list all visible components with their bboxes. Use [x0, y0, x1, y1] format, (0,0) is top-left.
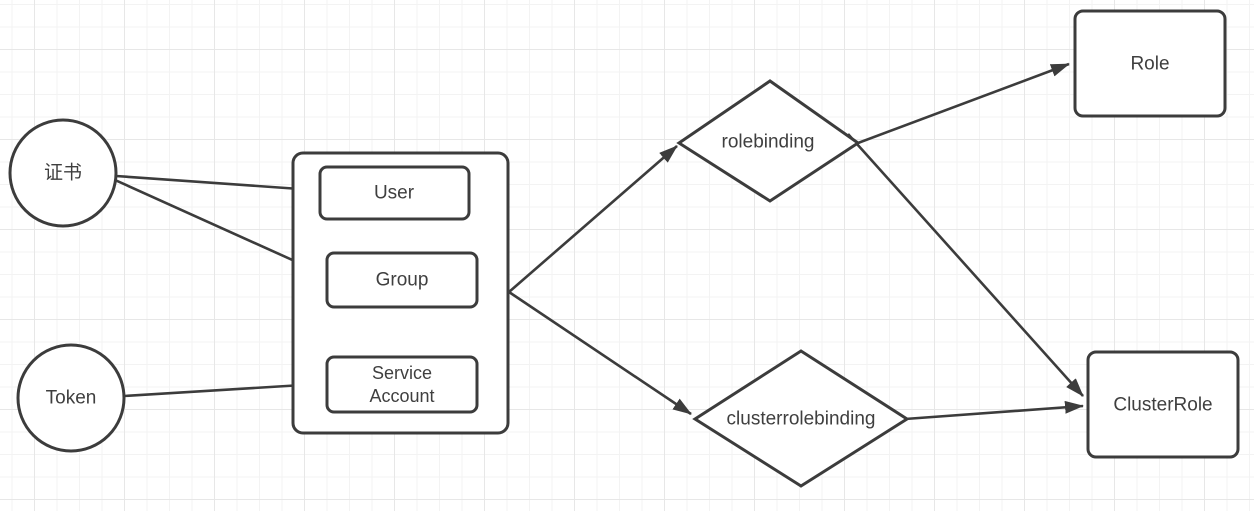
clusterrole-box[interactable] — [1086, 350, 1240, 459]
clusterrole-label: ClusterRole — [1113, 394, 1213, 416]
edge-certificate-user[interactable] — [115, 174, 315, 196]
certificate-circle[interactable] — [8, 118, 118, 228]
service-account-label: Service Account — [369, 363, 435, 406]
clusterrolebinding-label: clusterrolebinding — [726, 408, 876, 430]
clusterrolebinding-diamond[interactable] — [692, 349, 910, 488]
edge-subjects-rolebinding[interactable] — [508, 145, 678, 293]
role-label: Role — [1130, 53, 1170, 75]
user-label: User — [373, 182, 415, 204]
edge-clusterrolebinding-clusterrole[interactable] — [904, 400, 1084, 421]
service-account-box[interactable] — [325, 355, 479, 414]
edge-token-service-account[interactable] — [123, 378, 320, 398]
token-label: Token — [45, 387, 97, 409]
certificate-label: 证书 — [43, 162, 83, 184]
rolebinding-label: rolebinding — [721, 131, 815, 153]
role-box[interactable] — [1073, 9, 1227, 118]
edge-certificate-group[interactable] — [114, 178, 320, 274]
group-box[interactable] — [325, 251, 479, 309]
edge-rolebinding-clusterrole[interactable] — [847, 133, 1084, 397]
edge-rolebinding-role[interactable] — [841, 62, 1070, 151]
rolebinding-diamond[interactable] — [676, 79, 861, 203]
edge-subjects-clusterrolebinding[interactable] — [508, 290, 692, 416]
user-box[interactable] — [318, 165, 471, 221]
token-circle[interactable] — [16, 343, 126, 453]
group-label: Group — [375, 269, 429, 291]
